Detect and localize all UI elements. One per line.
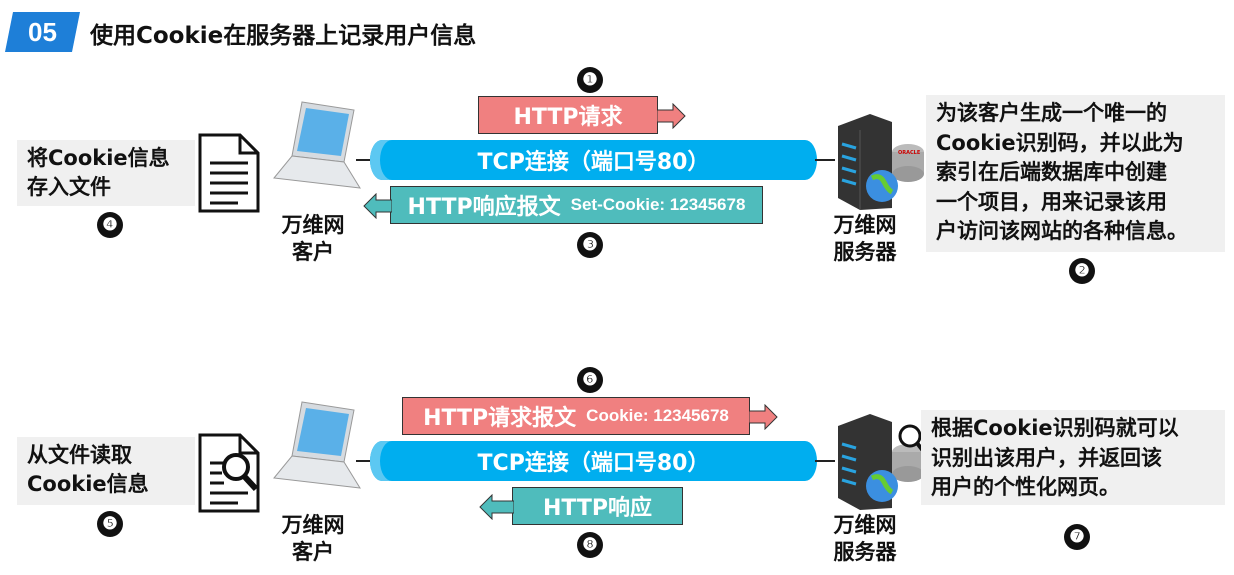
section-badge: 05 [5, 12, 80, 52]
arrow-left-icon [479, 494, 514, 520]
http-request-arrow: HTTP请求报文 Cookie: 12345678 [402, 397, 750, 435]
document-icon [198, 133, 260, 213]
http-request-arrow: HTTP请求 [478, 96, 658, 134]
client-note: 从文件读取 Cookie信息 [17, 437, 195, 505]
step-2: ❷ [1069, 258, 1095, 284]
link-line [356, 460, 374, 462]
step-8: ❽ [577, 532, 603, 558]
http-response-arrow: HTTP响应报文 Set-Cookie: 12345678 [390, 186, 763, 224]
client-label: 万维网 客户 [281, 213, 345, 264]
client-note: 将Cookie信息 存入文件 [17, 140, 195, 206]
tcp-connection: TCP连接（端口号80） [370, 140, 817, 180]
document-search-icon [198, 433, 260, 513]
step-5: ❺ [97, 511, 123, 537]
http-response-arrow: HTTP响应 [512, 487, 683, 525]
link-line [815, 460, 835, 462]
set-cookie-header: Set-Cookie: 12345678 [570, 195, 746, 214]
step-3: ❸ [577, 232, 603, 258]
arrow-right-icon [749, 404, 778, 430]
svg-text:ORACLE: ORACLE [898, 150, 921, 156]
link-line [356, 159, 374, 161]
laptop-icon [273, 401, 361, 489]
page-title: 使用Cookie在服务器上记录用户信息 [90, 23, 477, 49]
request-label: HTTP请求报文 [423, 406, 577, 431]
server-search-icon [838, 414, 926, 510]
step-6: ❻ [577, 367, 603, 393]
arrow-left-icon [363, 193, 392, 219]
arrow-right-icon [657, 103, 686, 129]
server-icon: ORACLE [838, 114, 924, 210]
tcp-connection: TCP连接（端口号80） [370, 441, 817, 481]
server-label: 万维网 服务器 [833, 513, 897, 564]
step-1: ❶ [577, 67, 603, 93]
request-label: HTTP请求 [513, 105, 623, 130]
response-label: HTTP响应 [542, 496, 653, 521]
server-label: 万维网 服务器 [833, 213, 897, 264]
server-note: 根据Cookie识别码就可以 识别出该用户，并返回该 用户的个性化网页。 [921, 410, 1225, 505]
cookie-header: Cookie: 12345678 [586, 406, 729, 425]
step-4: ❹ [97, 212, 123, 238]
laptop-icon [273, 101, 361, 189]
step-7: ❼ [1064, 524, 1090, 550]
response-label: HTTP响应报文 [407, 195, 561, 220]
link-line [815, 159, 835, 161]
client-label: 万维网 客户 [281, 513, 345, 564]
server-note: 为该客户生成一个唯一的 Cookie识别码，并以此为 索引在后端数据库中创建 一… [926, 95, 1225, 252]
